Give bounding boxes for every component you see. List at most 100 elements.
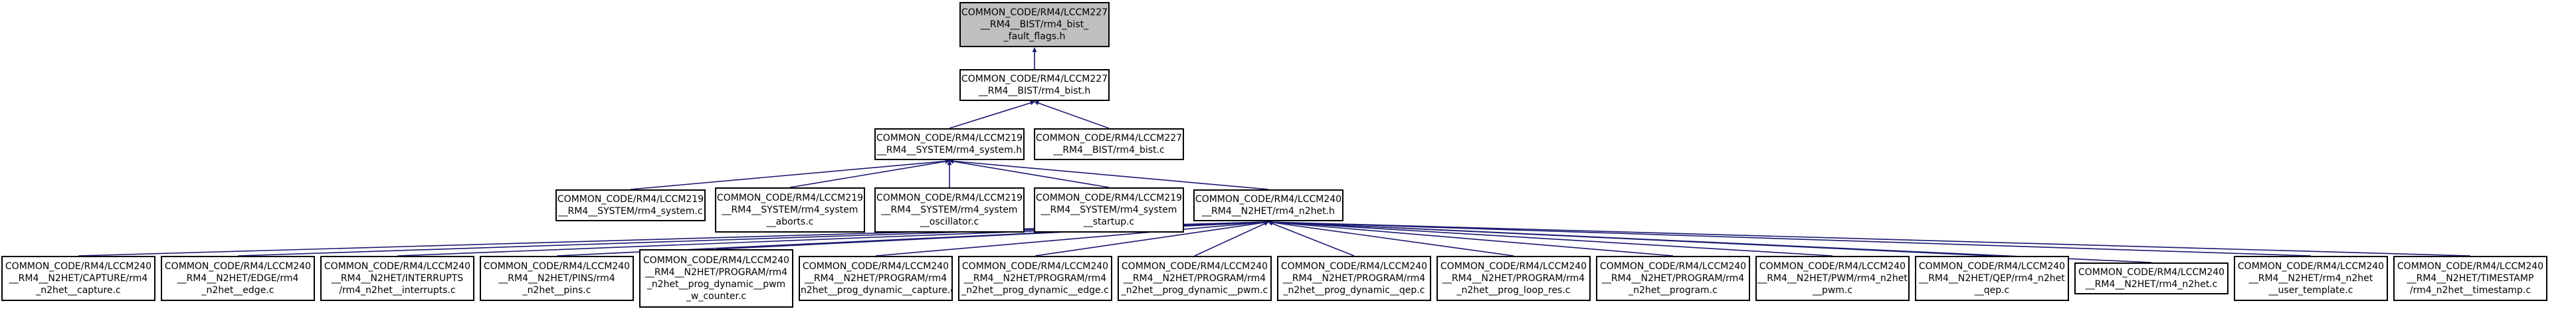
node-label-line: __RM4__SYSTEM/rm4_system xyxy=(1040,205,1177,215)
node-label-line: __RM4__N2HET/PROGRAM/rm4 xyxy=(1282,273,1426,284)
node-label-line: __pwm.c xyxy=(1812,285,1853,296)
node-label-line: __RM4__N2HET/CAPTURE/rm4 xyxy=(9,273,148,284)
node-rm4-n2het-pins-c[interactable]: COMMON_CODE/RM4/LCCM240 __RM4__N2HET/PIN… xyxy=(480,256,634,301)
node-rm4-n2het-c[interactable]: COMMON_CODE/RM4/LCCM240 __RM4__N2HET/rm4… xyxy=(2074,262,2229,294)
node-label-line: __aborts.c xyxy=(766,217,814,227)
node-rm4-system-h[interactable]: COMMON_CODE/RM4/LCCM219 __RM4__SYSTEM/rm… xyxy=(874,128,1025,160)
node-label-line: COMMON_CODE/RM4/LCCM219 xyxy=(876,193,1023,203)
node-label-line: __RM4__N2HET/PROGRAM/rm4 xyxy=(963,273,1107,284)
node-rm4-n2het-prog-dynamic-pwm-c[interactable]: COMMON_CODE/RM4/LCCM240 __RM4__N2HET/PRO… xyxy=(1118,256,1272,301)
node-label-line: __RM4__N2HET/PINS/rm4 xyxy=(498,273,615,284)
node-label-line: COMMON_CODE/RM4/LCCM227 xyxy=(1035,133,1183,144)
node-label-line: __RM4__N2HET/PROGRAM/rm4 xyxy=(644,267,788,278)
node-rm4-n2het-interrupts-c[interactable]: COMMON_CODE/RM4/LCCM240 __RM4__N2HET/INT… xyxy=(320,256,474,301)
node-label-line: COMMON_CODE/RM4/LCCM240 xyxy=(2078,267,2225,278)
node-rm4-n2het-prog-dynamic-pwm-w-counter-c[interactable]: COMMON_CODE/RM4/LCCM240 __RM4__N2HET/PRO… xyxy=(639,249,793,308)
node-label-line: _n2het__capture.c xyxy=(36,285,121,296)
dependency-edge xyxy=(1268,220,1674,257)
node-rm4-n2het-user-template-c[interactable]: COMMON_CODE/RM4/LCCM240 __RM4__N2HET/rm4… xyxy=(2234,256,2388,301)
node-rm4-n2het-pwm-c[interactable]: COMMON_CODE/RM4/LCCM240 __RM4__N2HET/PWM… xyxy=(1755,256,1910,301)
node-label-line: COMMON_CODE/RM4/LCCM240 xyxy=(1759,261,1906,272)
node-label-line: __RM4__N2HET/PROGRAM/rm4 xyxy=(1442,273,1585,284)
node-rm4-system-aborts-c[interactable]: COMMON_CODE/RM4/LCCM219 __RM4__SYSTEM/rm… xyxy=(715,187,865,233)
node-label-line: __oscillator.c xyxy=(920,217,979,227)
dependency-edge xyxy=(1034,100,1110,129)
node-label-line: COMMON_CODE/RM4/LCCM240 xyxy=(2397,261,2544,272)
node-label-line: __RM4__N2HET/PROGRAM/rm4 xyxy=(1123,273,1266,284)
node-rm4-n2het-program-c[interactable]: COMMON_CODE/RM4/LCCM240 __RM4__N2HET/PRO… xyxy=(1596,256,1750,301)
node-rm4-system-startup-c[interactable]: COMMON_CODE/RM4/LCCM219 __RM4__SYSTEM/rm… xyxy=(1034,187,1184,233)
node-label-line: _n2het__prog_dynamic__capture.c xyxy=(799,285,953,296)
node-label-line: /rm4_n2het__timestamp.c xyxy=(2409,285,2531,296)
node-rm4-bist-fault-flags-h[interactable]: COMMON_CODE/RM4/LCCM227 __RM4__BIST/rm4_… xyxy=(959,2,1110,47)
node-label-line: /rm4_n2het__interrupts.c xyxy=(339,285,456,296)
node-label-line: _n2het__prog_dynamic__pwm.c xyxy=(1121,285,1268,296)
node-label-line: COMMON_CODE/RM4/LCCM219 xyxy=(876,133,1023,144)
node-rm4-system-oscillator-c[interactable]: COMMON_CODE/RM4/LCCM219 __RM4__SYSTEM/rm… xyxy=(874,187,1025,233)
node-label-line: COMMON_CODE/RM4/LCCM219 xyxy=(716,193,864,203)
node-label-line: COMMON_CODE/RM4/LCCM240 xyxy=(1280,261,1428,272)
node-rm4-n2het-capture-c[interactable]: COMMON_CODE/RM4/LCCM240 __RM4__N2HET/CAP… xyxy=(1,256,155,301)
node-label-line: COMMON_CODE/RM4/LCCM240 xyxy=(1121,261,1268,272)
node-label-line: __RM4__N2HET/INTERRUPTS xyxy=(331,273,464,284)
node-rm4-n2het-h[interactable]: COMMON_CODE/RM4/LCCM240 __RM4__N2HET/rm4… xyxy=(1193,189,1343,221)
node-rm4-system-c[interactable]: COMMON_CODE/RM4/LCCM219 __RM4__SYSTEM/rm… xyxy=(555,189,706,221)
node-label-line: __RM4__N2HET/QEP/rm4_n2het xyxy=(1919,273,2065,284)
node-label-line: COMMON_CODE/RM4/LCCM240 xyxy=(1918,261,2066,272)
dependency-edge xyxy=(1268,220,1514,257)
node-label-line: __RM4__N2HET/rm4_n2het.h xyxy=(1202,206,1335,217)
node-label-line: __startup.c xyxy=(1083,217,1135,227)
dependency-edge xyxy=(875,220,1269,257)
node-label-line: __RM4__N2HET/rm4_n2het xyxy=(2248,273,2373,284)
node-label-line: COMMON_CODE/RM4/LCCM240 xyxy=(5,261,152,272)
dependency-edge xyxy=(949,100,1035,129)
node-label-line: _n2het__pins.c xyxy=(522,285,591,296)
node-label-line: _n2het__prog_loop_res.c xyxy=(1456,285,1571,296)
node-rm4-bist-c[interactable]: COMMON_CODE/RM4/LCCM227 __RM4__BIST/rm4_… xyxy=(1034,128,1184,160)
node-label-line: COMMON_CODE/RM4/LCCM219 xyxy=(1035,193,1183,203)
node-rm4-n2het-edge-c[interactable]: COMMON_CODE/RM4/LCCM240 __RM4__N2HET/EDG… xyxy=(161,256,315,301)
node-label-line: COMMON_CODE/RM4/LCCM240 xyxy=(2237,261,2385,272)
node-label-line: __RM4__SYSTEM/rm4_system.h xyxy=(876,145,1023,156)
node-label-line: _fault_flags.h xyxy=(1003,31,1066,42)
node-label-line: COMMON_CODE/RM4/LCCM240 xyxy=(1195,194,1342,205)
node-label-line: COMMON_CODE/RM4/LCCM240 xyxy=(324,261,471,272)
node-label-line: _n2het__program.c xyxy=(1629,285,1718,296)
node-label-line: _n2het__prog_dynamic__edge.c xyxy=(961,285,1109,296)
node-label-line: __RM4__N2HET/EDGE/rm4 xyxy=(177,273,299,284)
dependency-edge xyxy=(1268,219,2312,257)
node-rm4-bist-h[interactable]: COMMON_CODE/RM4/LCCM227 __RM4__BIST/rm4_… xyxy=(959,69,1110,101)
dependency-edge xyxy=(1268,219,1833,257)
node-label-line: COMMON_CODE/RM4/LCCM240 xyxy=(1599,261,1747,272)
dependency-edge xyxy=(1268,221,1355,257)
node-rm4-n2het-qep-c[interactable]: COMMON_CODE/RM4/LCCM240 __RM4__N2HET/QEP… xyxy=(1915,256,2069,301)
node-label-line: __RM4__N2HET/PROGRAM/rm4 xyxy=(804,273,947,284)
node-label-line: __RM4__SYSTEM/rm4_system xyxy=(722,205,858,215)
node-label-line: _w_counter.c xyxy=(686,291,747,302)
node-rm4-n2het-prog-dynamic-capture-c[interactable]: COMMON_CODE/RM4/LCCM240 __RM4__N2HET/PRO… xyxy=(799,256,953,301)
dependency-edge xyxy=(1035,220,1269,257)
dependency-edge xyxy=(630,159,950,190)
node-label-line: COMMON_CODE/RM4/LCCM240 xyxy=(961,261,1109,272)
dependency-edge xyxy=(789,159,950,188)
node-label-line: COMMON_CODE/RM4/LCCM240 xyxy=(1440,261,1587,272)
node-label-line: _n2het__edge.c xyxy=(201,285,274,296)
node-rm4-n2het-prog-dynamic-edge-c[interactable]: COMMON_CODE/RM4/LCCM240 __RM4__N2HET/PRO… xyxy=(958,256,1112,301)
node-rm4-n2het-prog-loop-res-c[interactable]: COMMON_CODE/RM4/LCCM240 __RM4__N2HET/PRO… xyxy=(1437,256,1591,301)
node-rm4-n2het-timestamp-c[interactable]: COMMON_CODE/RM4/LCCM240 __RM4__N2HET/TIM… xyxy=(2393,256,2547,301)
node-label-line: _n2het__prog_dynamic__qep.c xyxy=(1283,285,1425,296)
node-label-line: __RM4__BIST/rm4_bist.c xyxy=(1053,145,1165,156)
node-label-line: COMMON_CODE/RM4/LCCM240 xyxy=(483,261,631,272)
node-label-line: __RM4__BIST/rm4_bist_ xyxy=(980,19,1089,30)
node-label-line: __user_template.c xyxy=(2268,285,2353,296)
node-label-line: __qep.c xyxy=(1974,285,2010,296)
node-label-line: COMMON_CODE/RM4/LCCM240 xyxy=(802,261,949,272)
node-label-line: COMMON_CODE/RM4/LCCM240 xyxy=(164,261,312,272)
node-rm4-n2het-prog-dynamic-qep-c[interactable]: COMMON_CODE/RM4/LCCM240 __RM4__N2HET/PRO… xyxy=(1277,256,1431,301)
node-label-line: __RM4__N2HET/rm4_n2het.c xyxy=(2085,279,2218,290)
node-label-line: __RM4__BIST/rm4_bist.h xyxy=(978,86,1091,96)
dependency-edge xyxy=(949,159,1269,190)
node-label-line: __RM4__N2HET/PWM/rm4_n2het xyxy=(1757,273,1908,284)
node-label-line: _n2het__prog_dynamic__pwm xyxy=(646,279,786,290)
